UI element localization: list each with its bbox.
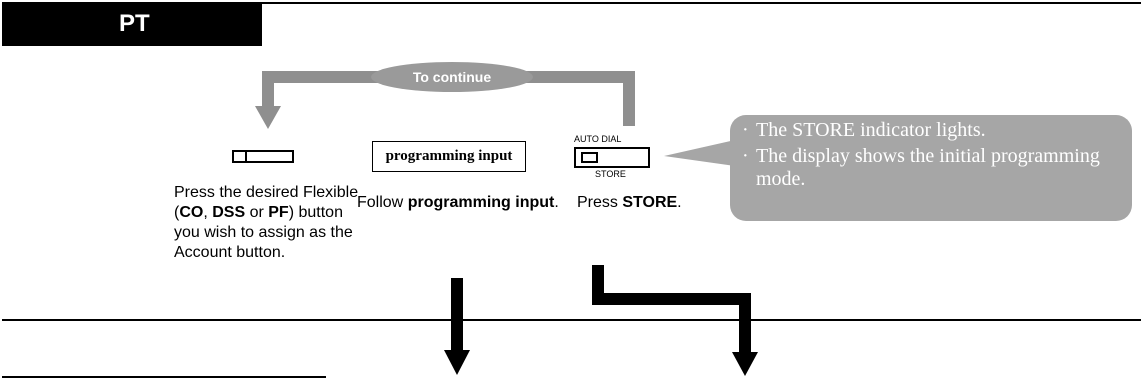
to-continue-label: To continue: [371, 62, 533, 92]
step-1-text: Press the desired Flexible (CO, DSS or P…: [174, 184, 359, 261]
store-lamp-icon: [581, 152, 598, 163]
callout-pointer: [664, 140, 735, 166]
section-divider: [2, 376, 326, 378]
flexible-button-icon: [232, 150, 294, 163]
next-arrow-head-2: [732, 352, 758, 376]
store-button-icon: [574, 147, 650, 168]
result-callout: The STORE indicator lights. The display …: [730, 115, 1132, 221]
next-arrow-shaft-1: [451, 278, 463, 353]
callout-item: The STORE indicator lights.: [742, 119, 1132, 142]
next-arrow-head-1: [444, 350, 470, 375]
continue-loop-arrowhead: [255, 106, 281, 129]
step-2-text: Follow programming input.: [357, 194, 559, 211]
store-label: STORE: [595, 169, 626, 179]
auto-dial-label: AUTO DIAL: [574, 134, 622, 144]
next-arrow-2-line: [592, 265, 751, 355]
mode-tab: PT: [2, 2, 262, 46]
step-3-text: Press STORE.: [577, 194, 682, 211]
programming-input-box: programming input: [372, 141, 526, 172]
programming-panel: [2, 2, 1141, 321]
callout-item: The display shows the initial programmin…: [742, 145, 1132, 191]
callout-list: The STORE indicator lights. The display …: [730, 119, 1132, 194]
